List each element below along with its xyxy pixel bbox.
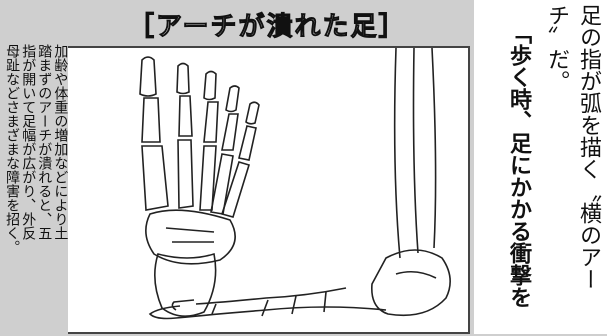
caption-line: 母趾などさまざまな障害を招く。	[4, 44, 20, 254]
caption-line: 踏まずのアーチが潰れると、五	[36, 44, 52, 240]
caption-line: 加齢や体重の増加などにより土	[52, 44, 68, 240]
article-line: 足の指が弧を描く〝横のアー	[576, 4, 601, 290]
foot-illustration	[44, 46, 470, 334]
foot-skeleton-drawing	[46, 48, 472, 336]
figure-caption: 加齢や体重の増加などにより土 踏まずのアーチが潰れると、五 指が開いて足幅が広が…	[4, 44, 68, 334]
figure-panel: ［アーチが潰れた足］	[0, 0, 472, 334]
article-heading-line: 「歩く時、足にかかる衝撃を	[506, 22, 531, 308]
caption-line: 指が開いて足幅が広がり、外反	[20, 44, 36, 240]
article-column: 足の指が弧を描く〝横のアー チ〟だ。 「歩く時、足にかかる衝撃を	[474, 0, 607, 334]
figure-title: ［アーチが潰れた足］	[128, 4, 406, 44]
article-line: チ〟だ。	[544, 4, 569, 92]
